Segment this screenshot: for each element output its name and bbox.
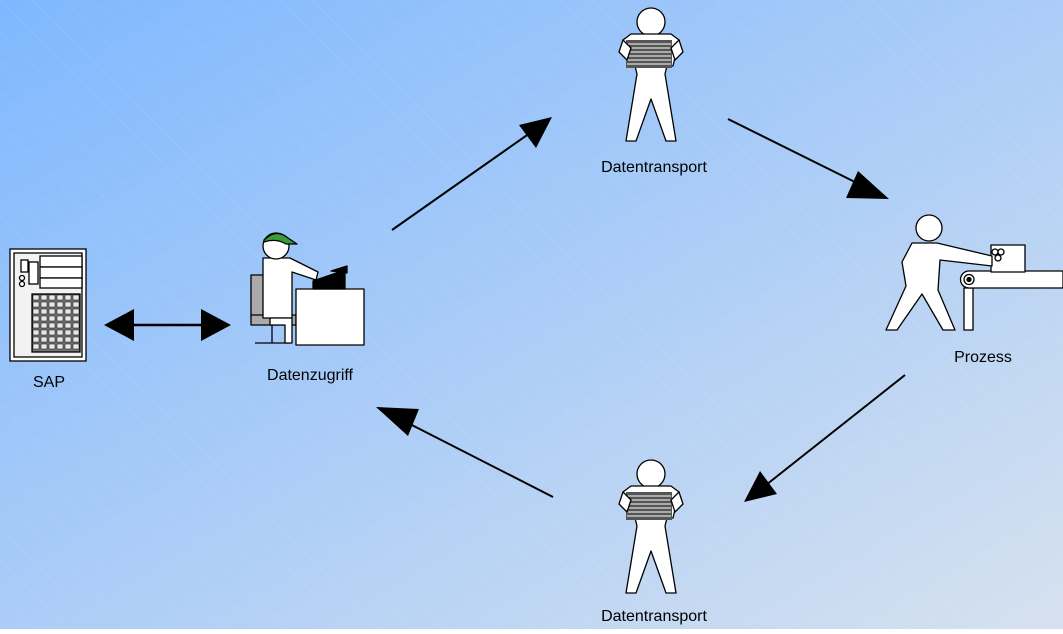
arrow-access-to-transport	[391, 117, 552, 231]
conveyor-worker-icon	[885, 214, 1063, 331]
prozess-label: Prozess	[954, 349, 1012, 366]
arrow-transport-to-process	[727, 118, 889, 199]
arrow-process-to-transport	[744, 374, 906, 502]
carrying-person-icon-bottom	[618, 459, 684, 594]
server-keypad	[32, 294, 80, 350]
double-arrow	[104, 309, 231, 341]
arrow-transport-to-access	[376, 407, 554, 498]
office-worker-icon	[250, 232, 365, 346]
sap-label: SAP	[32, 374, 66, 391]
datentransport-top-label: Datentransport	[601, 159, 707, 176]
datentransport-bottom-label: Datentransport	[601, 608, 707, 625]
carrying-person-icon-top	[618, 7, 684, 142]
datenzugriff-label: Datenzugriff	[267, 367, 353, 384]
